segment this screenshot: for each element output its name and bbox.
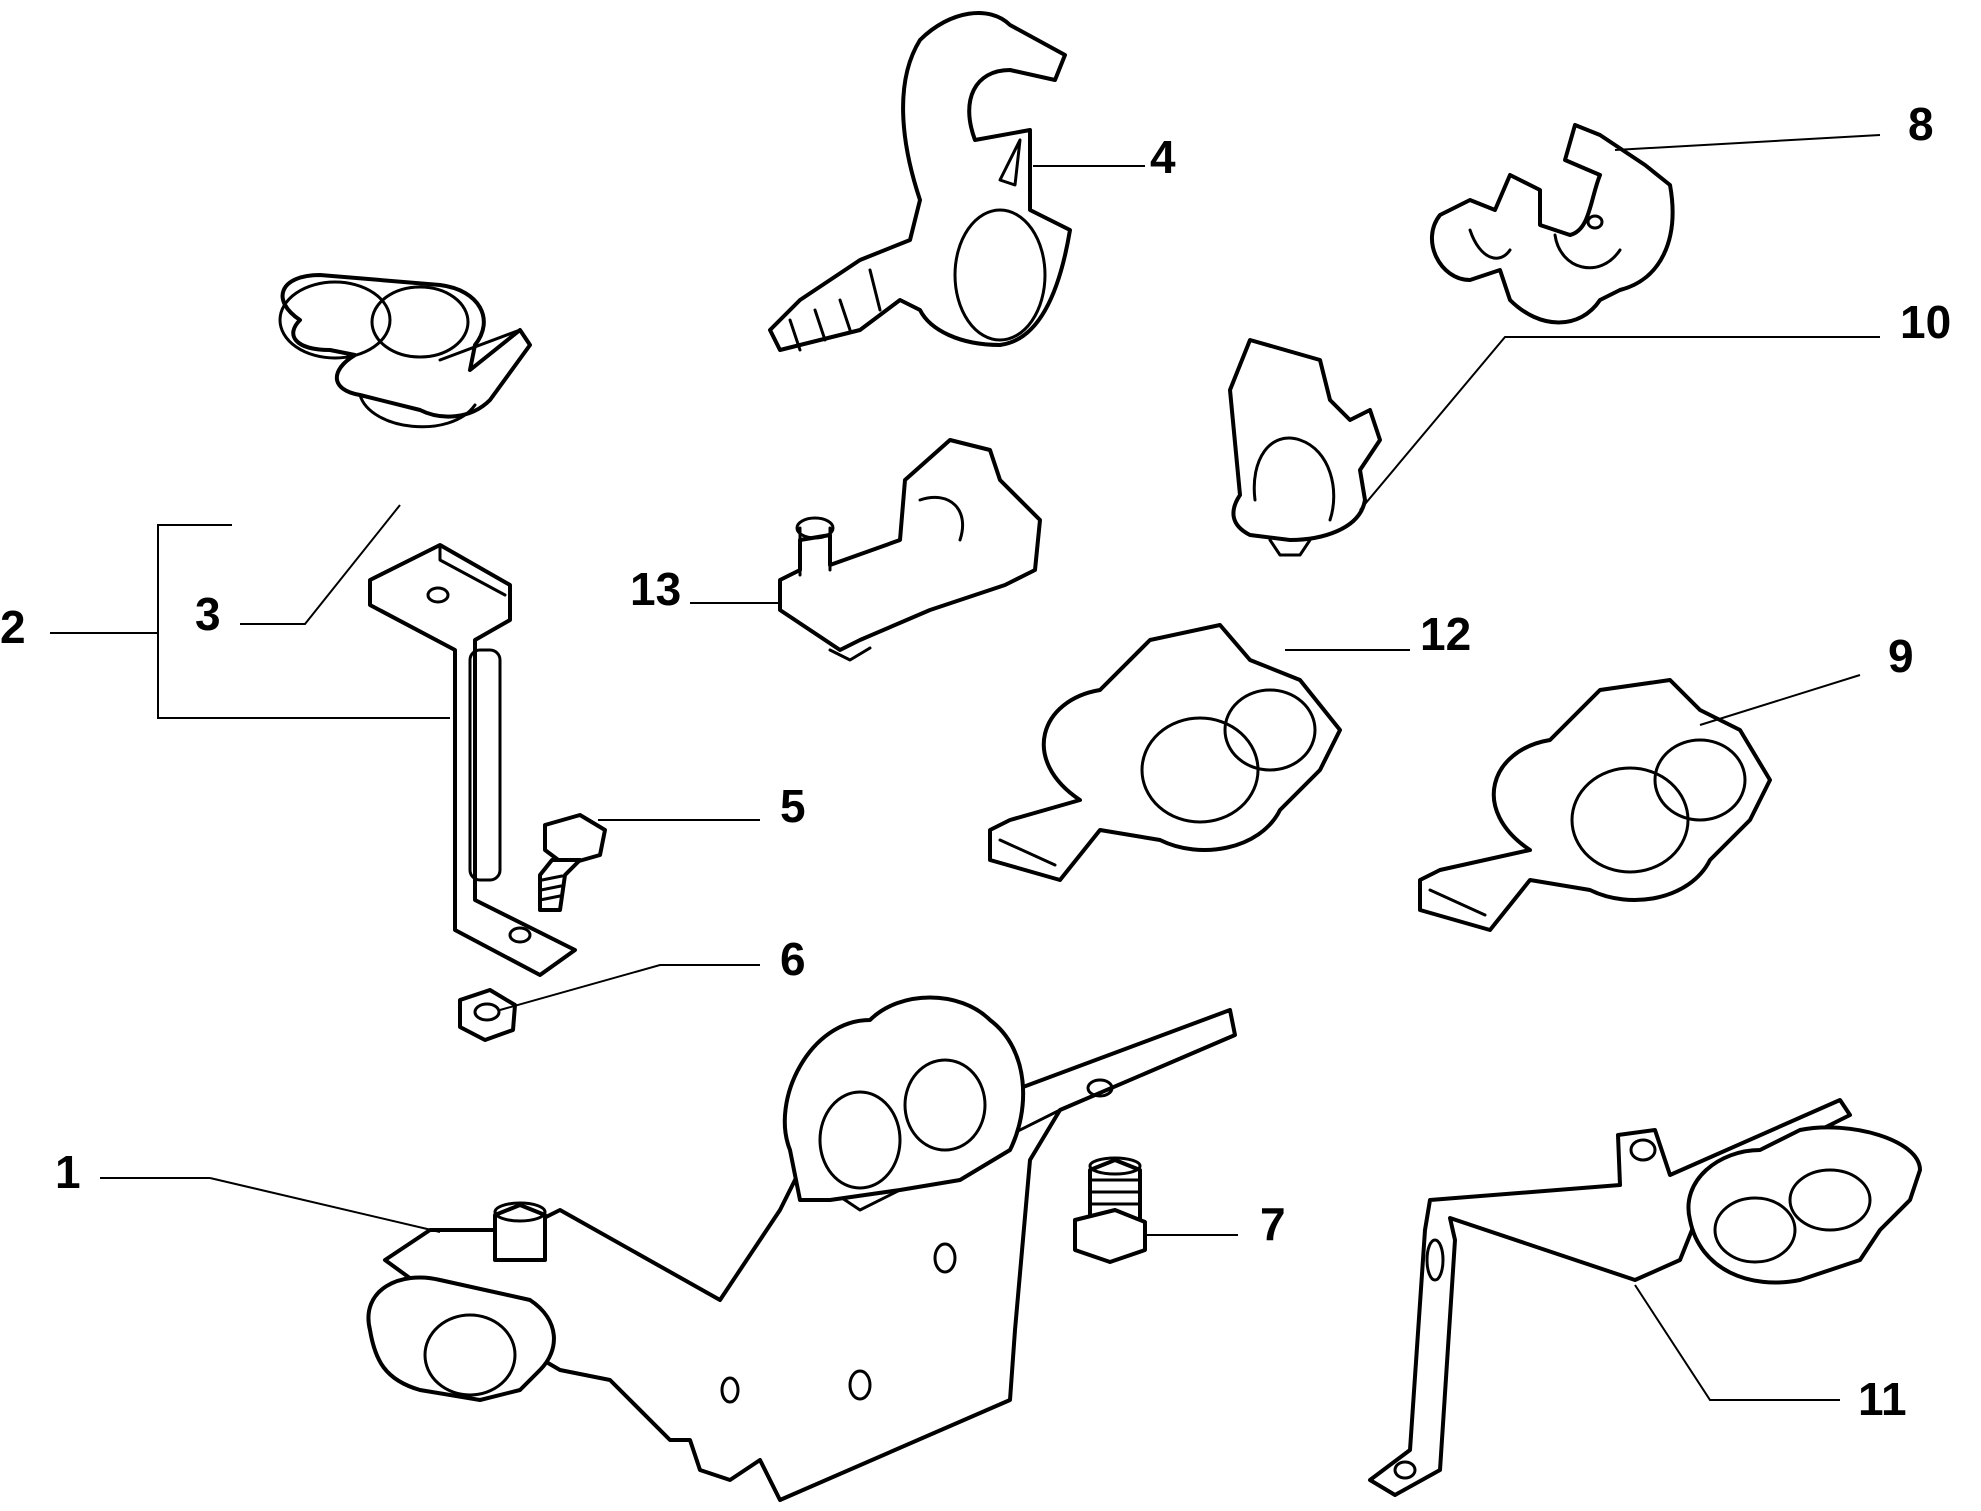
leader-6 <box>499 964 760 1011</box>
leader-1-angled <box>209 1177 441 1233</box>
leader-11 <box>1634 1284 1840 1401</box>
leader-3 <box>240 504 401 625</box>
callout-6: 6 <box>780 933 806 985</box>
part-10-clip <box>1228 338 1382 557</box>
part-8-clip <box>1429 123 1675 325</box>
part-13-clip <box>778 438 1042 662</box>
callout-4: 4 <box>1150 131 1176 183</box>
leader-10 <box>1359 336 1880 511</box>
callout-8: 8 <box>1908 98 1934 150</box>
part-7-bolt <box>1073 1156 1147 1264</box>
part-12-double-clamp <box>988 623 1342 882</box>
part-3-clamp <box>278 273 532 429</box>
callout-labels: 1 2 3 4 5 6 7 8 9 10 11 12 13 <box>0 98 1951 1425</box>
callout-11: 11 <box>1858 1373 1907 1425</box>
callout-10: 10 <box>1900 296 1951 348</box>
part-9-double-clamp <box>1418 678 1772 932</box>
part-1-bracket-assembly <box>366 995 1237 1502</box>
callout-9: 9 <box>1888 630 1914 682</box>
leader-8 <box>1614 134 1881 151</box>
part-6-nut <box>458 988 517 1042</box>
part-2-bracket <box>368 543 577 977</box>
callout-1: 1 <box>55 1146 81 1198</box>
leader-9 <box>1699 674 1861 726</box>
callout-5: 5 <box>780 780 806 832</box>
leader-lines <box>50 134 1881 1401</box>
callout-7: 7 <box>1260 1198 1286 1250</box>
callout-2: 2 <box>0 601 26 653</box>
bracket-2 <box>157 524 450 719</box>
callout-12: 12 <box>1420 608 1471 660</box>
part-4-clip <box>768 11 1072 352</box>
callout-3: 3 <box>195 588 221 640</box>
part-11-bracket-clamp <box>1368 1098 1922 1497</box>
part-5-bolt <box>538 813 607 912</box>
callout-13: 13 <box>630 563 681 615</box>
